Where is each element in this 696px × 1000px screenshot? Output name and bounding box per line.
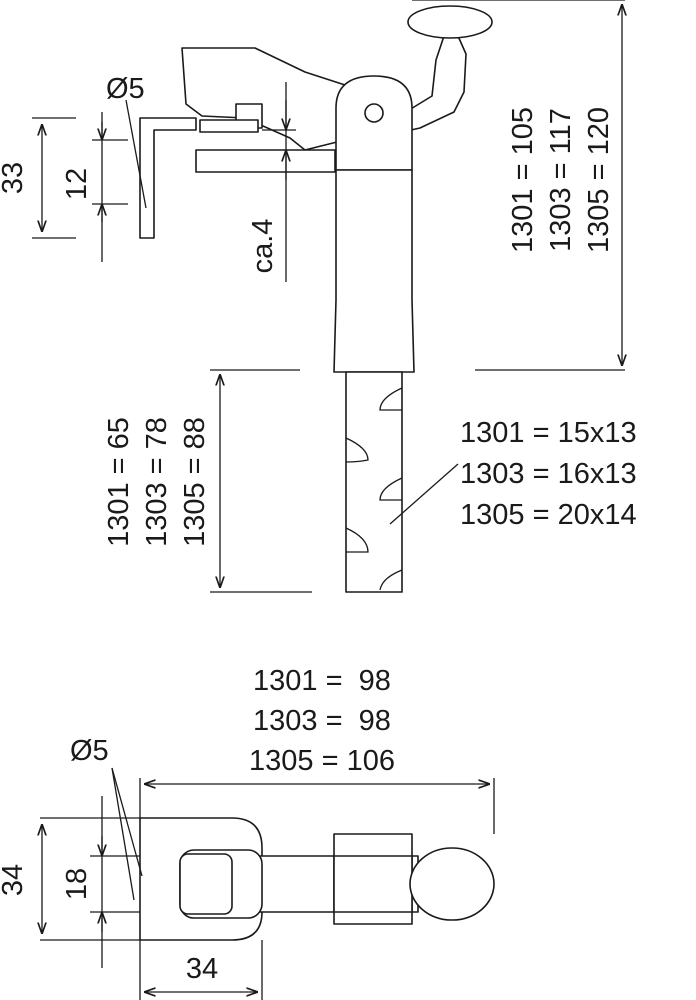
dim-label-34-height: 34 <box>0 864 29 896</box>
top-knob <box>409 847 495 921</box>
total-height-label-3: 1305 = 120 <box>583 107 615 253</box>
lever-knob <box>407 5 493 39</box>
pin-groove <box>379 477 403 501</box>
hole-dia-label: Ø5 <box>106 73 145 105</box>
pin-groove <box>345 437 369 463</box>
latch-plate <box>199 119 259 133</box>
dim-label-12: 12 <box>61 168 93 200</box>
handle-body <box>333 169 415 373</box>
dim-label-18: 18 <box>61 868 93 900</box>
shaft-section-label-2: 1303 = 16x13 <box>460 458 637 490</box>
dim-label-33: 33 <box>0 162 29 194</box>
shaft-length-label-2: 1303 = 78 <box>141 417 173 547</box>
top-hole-dia-label: Ø5 <box>70 735 109 767</box>
total-height-label-2: 1303 = 117 <box>545 108 577 252</box>
pin-groove <box>379 387 403 411</box>
overall-length-label-2: 1303 = 98 <box>253 705 391 737</box>
hole-leader <box>125 99 147 209</box>
top-hole-leader <box>111 767 143 877</box>
total-height-label-1: 1301 = 105 <box>507 107 539 253</box>
pivot-head <box>335 75 413 171</box>
dim-label-34-width: 34 <box>186 953 218 985</box>
dim-label-ca4: ca.4 <box>247 219 279 274</box>
pin-groove <box>379 569 403 591</box>
overall-length-label-3: 1305 = 106 <box>249 745 395 777</box>
lever-arm <box>395 35 467 133</box>
section-leader <box>389 463 459 525</box>
lower-plate <box>195 149 336 173</box>
shaft-length-label-3: 1305 = 88 <box>179 417 211 547</box>
mounting-plate <box>181 47 346 151</box>
pivot-hole <box>364 103 384 123</box>
pin-groove <box>345 527 369 553</box>
shaft-length-label-1: 1301 = 65 <box>103 417 135 547</box>
top-view: 1301 = 98 1303 = 98 1305 = 106 Ø5 34 18 … <box>0 665 495 1000</box>
wall-bracket <box>139 117 197 239</box>
shaft-section-label-1: 1301 = 15x13 <box>460 417 637 449</box>
shaft-section-label-3: 1305 = 20x14 <box>460 499 637 531</box>
side-view: 33 12 Ø5 ca.4 1301 = 105 1303 = 117 1305… <box>0 0 637 593</box>
overall-length-label-1: 1301 = 98 <box>253 665 391 697</box>
